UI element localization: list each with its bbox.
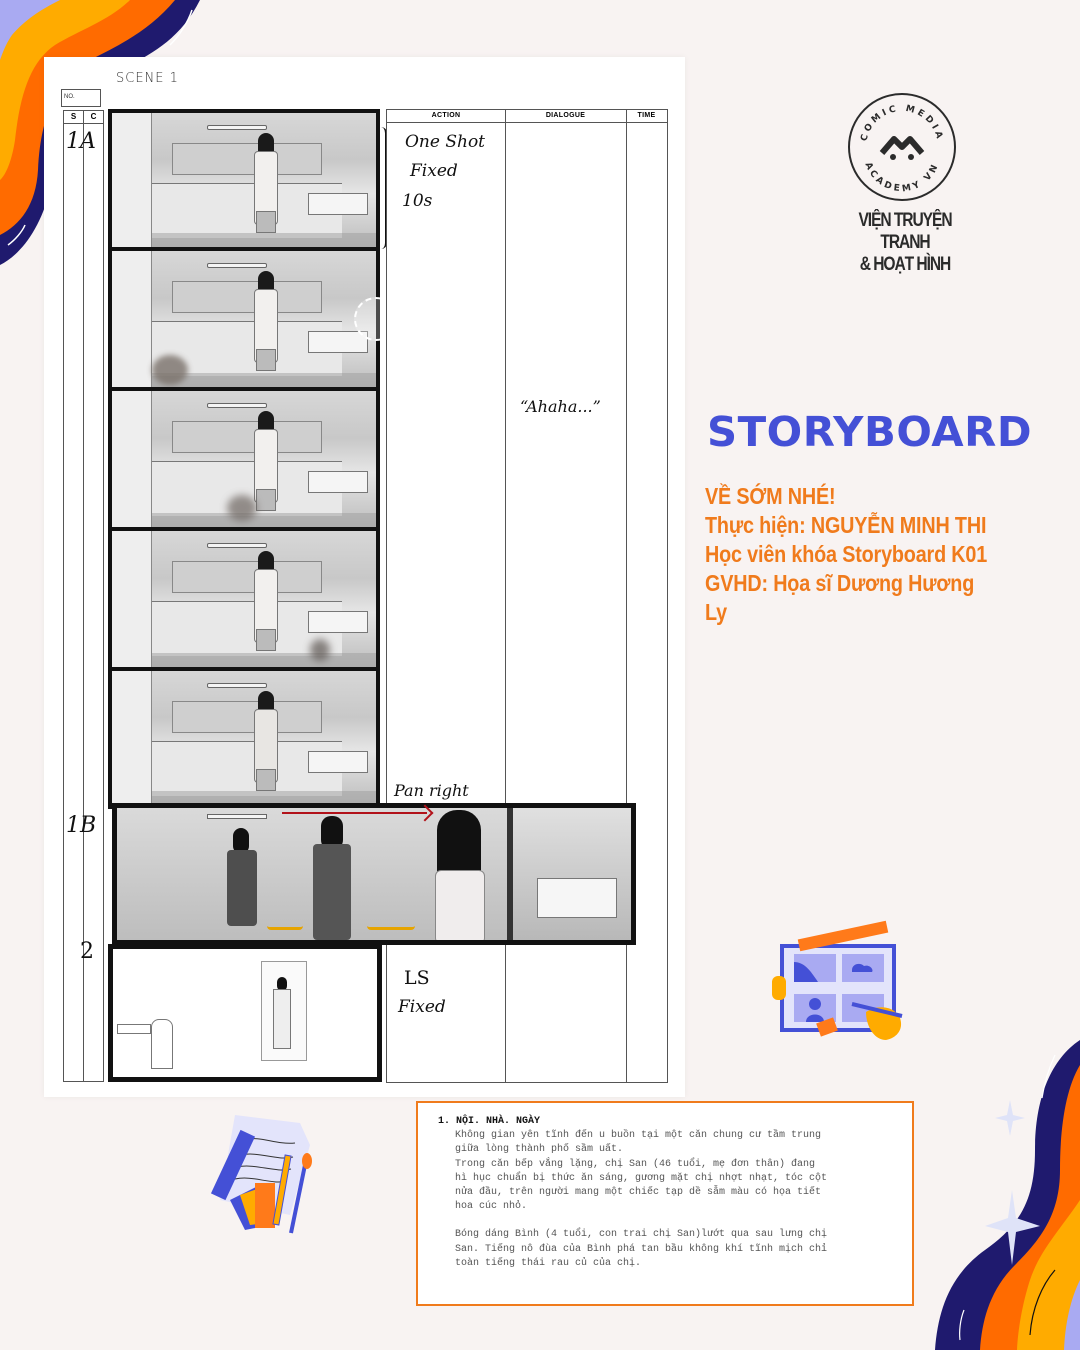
sc-column bbox=[63, 124, 104, 1082]
number-box: NO. bbox=[61, 89, 101, 107]
author-credit: Thực hiện: NGUYỄN MINH THI bbox=[705, 512, 987, 538]
academy-logo: COMIC MEDIA ACADEMY VN bbox=[848, 93, 956, 201]
c-column-header: C bbox=[90, 112, 97, 121]
script-excerpt: 1. NỘI. NHÀ. NGÀY Không gian yên tĩnh đế… bbox=[416, 1101, 914, 1306]
script-paragraph: Bóng dáng Bình (4 tuổi, con trai chị San… bbox=[455, 1229, 828, 1269]
storyboard-frame bbox=[108, 389, 380, 529]
storyboard-frame bbox=[108, 529, 380, 669]
s-column-header: S bbox=[64, 111, 84, 123]
character-figure bbox=[313, 816, 351, 940]
sc-header: S C bbox=[63, 110, 104, 124]
character-figure bbox=[252, 551, 280, 659]
logo-mark-icon: COMIC MEDIA ACADEMY VN bbox=[859, 104, 944, 195]
pan-arrow-icon bbox=[282, 812, 427, 814]
storyboard-sheet: SCENE 1 NO. S C 1A 1B 2 bbox=[44, 57, 685, 1097]
scene-heading: 1. NỘI. NHÀ. NGÀY bbox=[438, 1116, 541, 1127]
storyboard-frame bbox=[108, 669, 380, 809]
dialogue-1a: “Ahaha...” bbox=[520, 397, 601, 416]
shot-table: ACTION DIALOGUE TIME bbox=[386, 109, 668, 1083]
frames-1a bbox=[108, 109, 380, 809]
action-2-line1: LS bbox=[404, 967, 430, 989]
storyboard-frame-1b bbox=[112, 803, 636, 945]
dialogue-header: DIALOGUE bbox=[545, 112, 586, 119]
action-2-line2: Fixed bbox=[398, 997, 446, 1017]
storyboard-frame-2 bbox=[108, 944, 382, 1082]
character-figure bbox=[429, 810, 495, 940]
svg-text:COMIC MEDIA: COMIC MEDIA bbox=[859, 104, 944, 143]
character-figure bbox=[227, 828, 257, 928]
time-header: TIME bbox=[637, 112, 656, 119]
character-figure bbox=[252, 133, 280, 241]
course-credit: Học viên khóa Storyboard K01 bbox=[705, 541, 988, 567]
character-figure bbox=[252, 271, 280, 379]
wave-decoration-bottom-right bbox=[935, 1040, 1080, 1350]
shot-id-1a: 1A bbox=[66, 129, 96, 154]
storyboard-frame bbox=[108, 249, 380, 389]
character-figure bbox=[252, 691, 280, 799]
action-1a-line1: One Shot bbox=[405, 132, 486, 152]
stationery-illustration-icon bbox=[210, 1115, 312, 1234]
academy-name-line1: VIỆN TRUYỆN TRANH bbox=[858, 210, 952, 253]
character-figure bbox=[252, 411, 280, 519]
script-paragraph: Không gian yên tĩnh đến u buồn tại một c… bbox=[455, 1130, 828, 1213]
action-1a-line2: Fixed bbox=[410, 161, 458, 181]
storyboard-frame bbox=[108, 109, 380, 249]
character-figure bbox=[273, 977, 291, 1057]
timer-icon bbox=[354, 297, 398, 341]
action-header: ACTION bbox=[431, 112, 461, 119]
academy-name-line2: & HOẠT HÌNH bbox=[859, 254, 951, 275]
academy-name: VIỆN TRUYỆN TRANH & HOẠT HÌNH bbox=[835, 210, 974, 276]
page-title: STORYBOARD bbox=[707, 408, 1033, 456]
shot-id-1b: 1B bbox=[66, 813, 97, 838]
table-header: ACTION DIALOGUE TIME bbox=[387, 110, 667, 123]
credits: VỀ SỚM NHÉ! Thực hiện: NGUYỄN MINH THI H… bbox=[705, 482, 997, 627]
project-title: VỀ SỚM NHÉ! bbox=[705, 483, 836, 509]
action-1b-note: Pan right bbox=[394, 781, 469, 800]
svg-text:ACADEMY VN: ACADEMY VN bbox=[863, 161, 942, 194]
action-1a-line3: 10s bbox=[402, 191, 433, 211]
instructor-credit: GVHD: Họa sĩ Dương Hương Ly bbox=[705, 570, 975, 625]
shot-id-2: 2 bbox=[80, 939, 94, 964]
scene-label: SCENE 1 bbox=[116, 71, 179, 86]
storyboard-illustration-icon bbox=[772, 920, 903, 1040]
